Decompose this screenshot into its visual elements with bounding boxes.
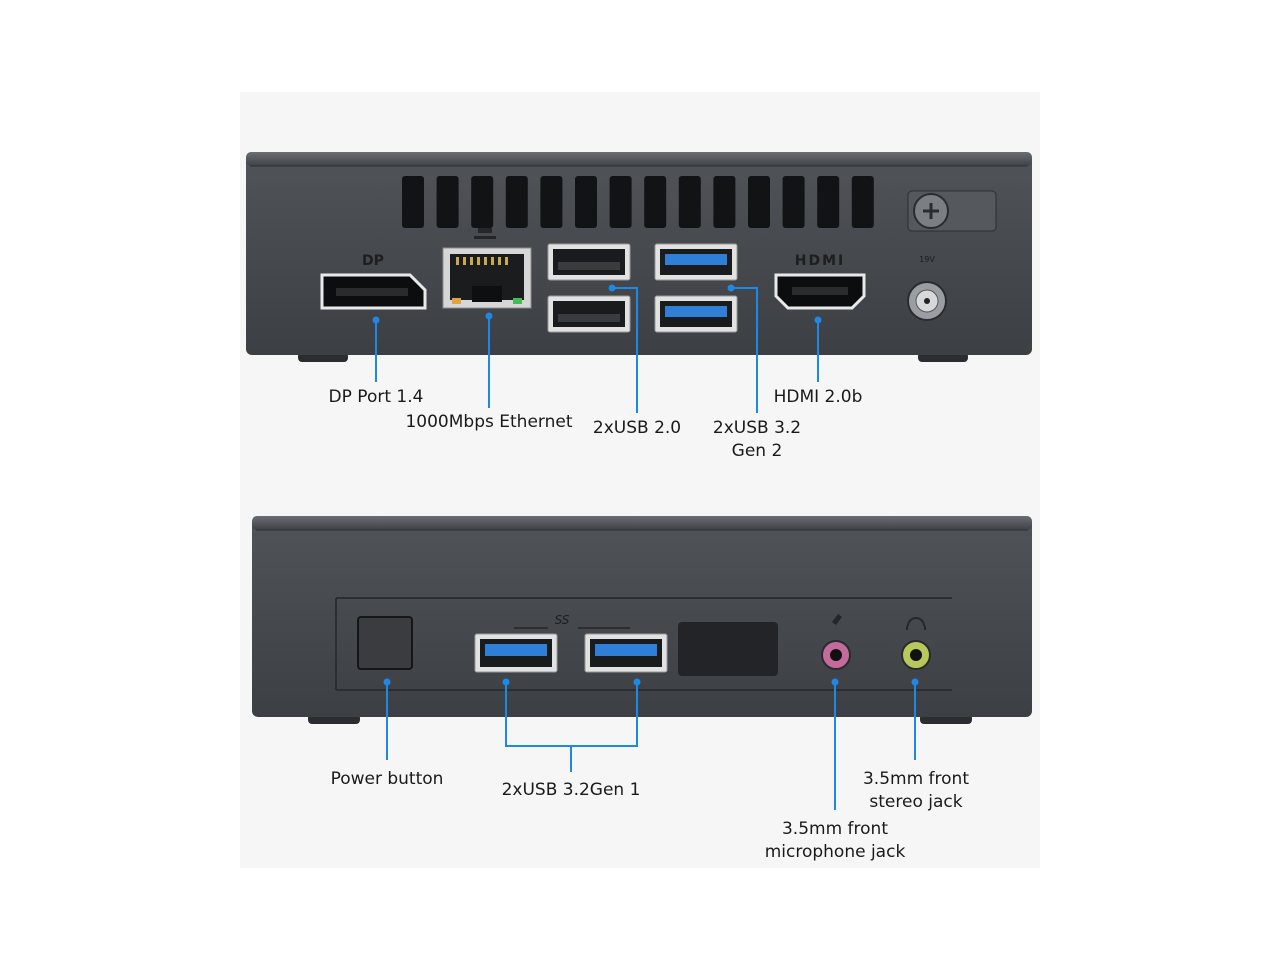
- hdmi-port: HDMI: [774, 253, 866, 310]
- vent-slot: [540, 176, 563, 228]
- usb32-gen1-port-left: [474, 633, 558, 673]
- rear-view: DP: [246, 152, 1032, 413]
- vent-slot: [471, 176, 494, 228]
- usb32-gen2-port-top: [654, 243, 738, 281]
- label-dp-port: DP Port 1.4: [328, 387, 424, 407]
- vent-slot: [851, 176, 874, 228]
- label-mic-line1: 3.5mm front: [781, 819, 888, 839]
- usb2-port-bottom: [547, 295, 631, 333]
- dc-power-jack: 19V: [907, 255, 947, 321]
- dp-logo: DP: [362, 253, 384, 269]
- usb32-gen1-port-right: [584, 633, 668, 673]
- ethernet-port: [442, 228, 532, 309]
- rear-callouts: [375, 287, 819, 413]
- ir-window: [678, 622, 778, 676]
- vent-slot: [817, 176, 840, 228]
- rear-callout-dots: [372, 284, 822, 324]
- vent-slot: [575, 176, 597, 228]
- label-stereo-line1: 3.5mm front: [862, 769, 969, 789]
- label-stereo-jack: 3.5mm front stereo jack: [846, 768, 986, 814]
- label-usb32-gen2-line1: 2xUSB 3.2: [712, 418, 802, 438]
- vent-slot: [505, 176, 528, 228]
- vent-slot: [782, 176, 805, 228]
- front-view: SS: [252, 516, 1032, 810]
- front-callouts: [386, 682, 916, 810]
- label-stereo-line2: stereo jack: [869, 792, 963, 812]
- label-usb32-gen2: 2xUSB 3.2 Gen 2: [697, 417, 817, 463]
- front-callout-dots: [383, 678, 919, 686]
- vent-slot: [402, 176, 424, 228]
- label-mic-jack: 3.5mm front microphone jack: [755, 818, 915, 864]
- label-usb32-gen1: 2xUSB 3.2Gen 1: [501, 780, 641, 800]
- usb2-port-top: [547, 243, 631, 281]
- dc-marking: 19V: [919, 255, 935, 264]
- hdmi-logo: HDMI: [795, 253, 845, 269]
- vent-slot: [609, 176, 632, 228]
- svg-text:SS: SS: [555, 613, 570, 627]
- kensington-screw: [907, 190, 997, 232]
- label-usb2: 2xUSB 2.0: [592, 418, 682, 438]
- rear-chassis-lid: [246, 152, 1032, 166]
- label-hdmi: HDMI 2.0b: [773, 387, 863, 407]
- usb32-gen2-port-bottom: [654, 295, 738, 333]
- power-button: [357, 616, 413, 670]
- front-panel-outline: [335, 597, 952, 691]
- vent-slot: [678, 176, 701, 228]
- label-power-button: Power button: [330, 769, 444, 789]
- front-chassis-lid: [252, 516, 1032, 530]
- label-usb32-gen2-line2: Gen 2: [731, 441, 783, 461]
- vent-slot: [748, 176, 770, 228]
- mic-jack: [821, 614, 851, 670]
- label-ethernet: 1000Mbps Ethernet: [405, 412, 573, 432]
- vent-slot: [713, 176, 736, 228]
- label-mic-line2: microphone jack: [764, 842, 906, 862]
- vent-slot: [644, 176, 667, 228]
- ss-logo: SS: [514, 613, 630, 629]
- dp-port: DP: [320, 253, 427, 310]
- vent-slot: [436, 176, 459, 228]
- vent-grille: [402, 176, 874, 228]
- stereo-jack: [901, 617, 931, 670]
